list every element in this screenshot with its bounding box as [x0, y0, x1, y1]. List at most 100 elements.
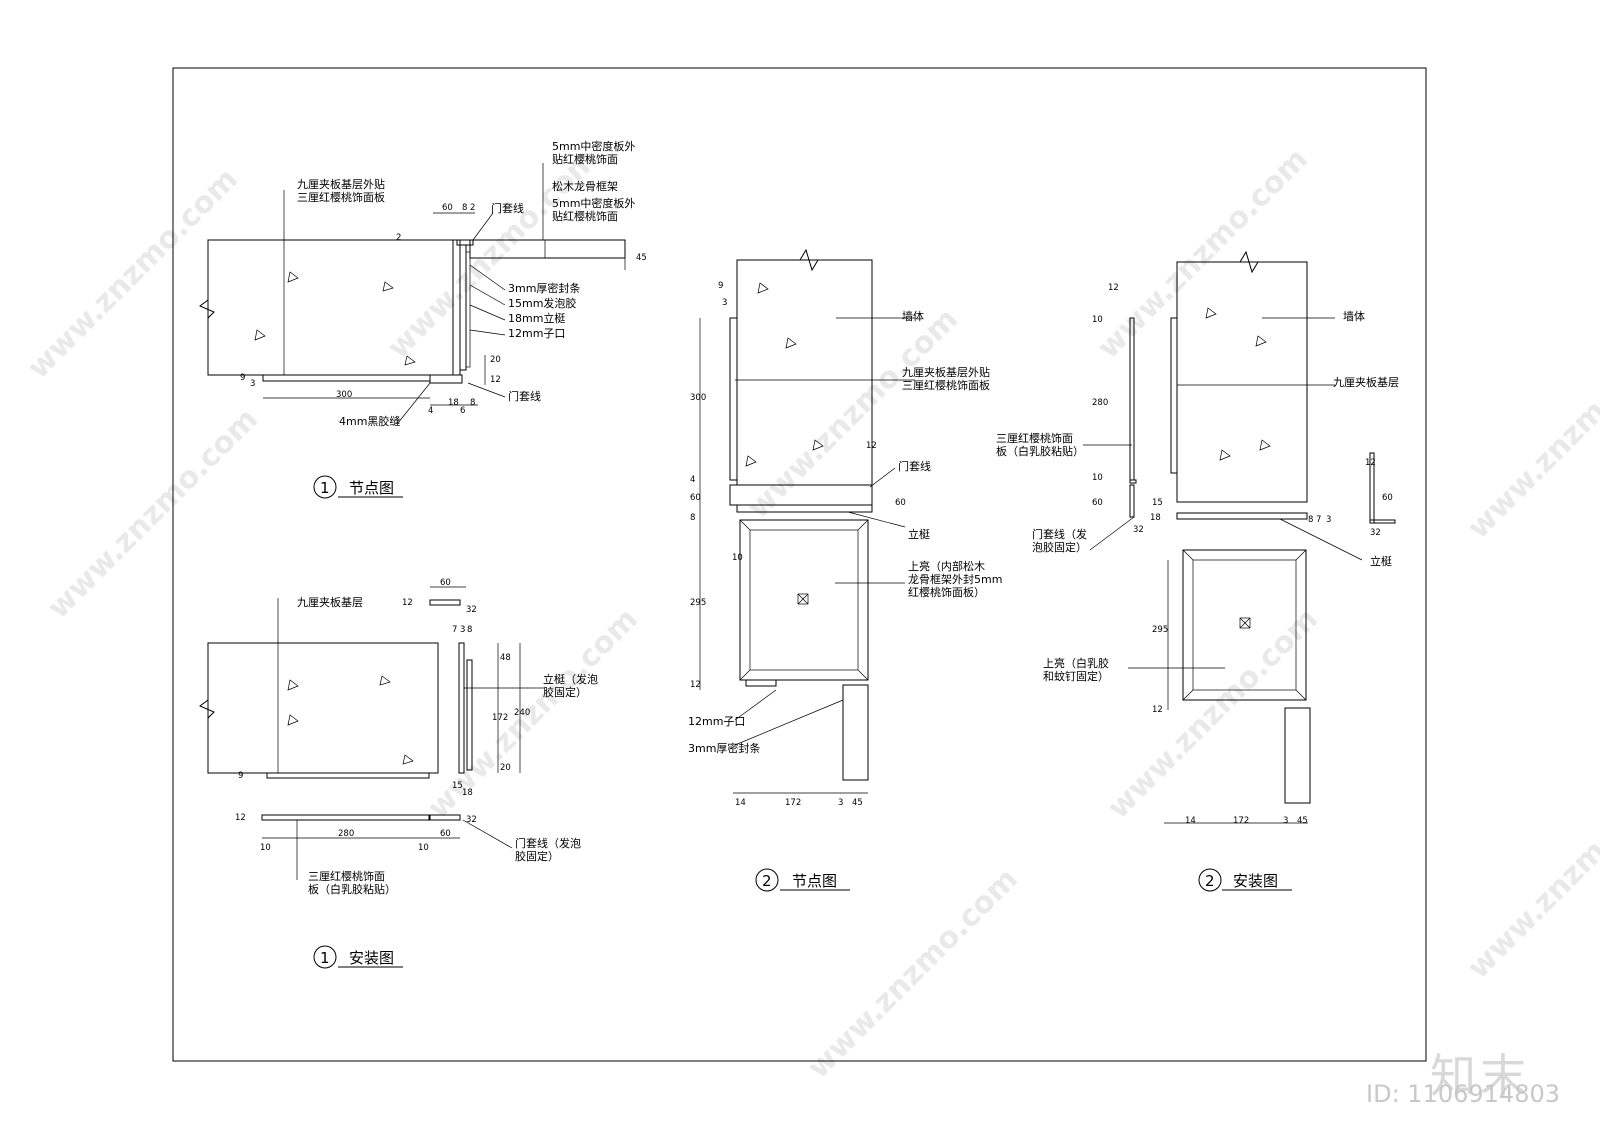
watermark-text: www.znzmo.com [1461, 322, 1600, 546]
svg-text:60: 60 [895, 498, 906, 508]
veneer-board [262, 374, 431, 382]
svg-text:15: 15 [1152, 498, 1163, 508]
label-upper: 上亮（白乳胶和蚊钉固定） [1043, 656, 1109, 683]
door-leaf [1284, 707, 1311, 804]
svg-text:45: 45 [852, 798, 863, 808]
svg-text:32: 32 [1370, 528, 1381, 538]
veneer-board [729, 317, 738, 481]
veneer-board [1170, 317, 1178, 474]
svg-text:280: 280 [338, 829, 354, 839]
view-title: 节点图 [349, 479, 394, 497]
svg-text:60: 60 [440, 829, 451, 839]
break-line [737, 248, 872, 272]
view-title: 安装图 [349, 949, 394, 967]
svg-text:10: 10 [260, 843, 271, 853]
break-line [199, 643, 215, 773]
image-id: ID: 1106914803 [1366, 1080, 1560, 1108]
svg-text:10: 10 [418, 843, 429, 853]
svg-text:4: 4 [690, 475, 695, 485]
svg-text:60: 60 [442, 203, 453, 213]
svg-text:10: 10 [1092, 473, 1103, 483]
svg-text:295: 295 [690, 598, 706, 608]
jamb-piece [458, 642, 465, 774]
label-seal: 3mm厚密封条 [688, 741, 760, 755]
watermark-text: www.znzmo.com [21, 162, 245, 386]
svg-text:60: 60 [690, 493, 701, 503]
svg-text:3: 3 [1326, 515, 1331, 525]
svg-text:14: 14 [735, 798, 746, 808]
casing-piece [429, 814, 461, 821]
svg-text:12: 12 [1152, 705, 1163, 715]
svg-text:2: 2 [470, 203, 475, 213]
view-number-circle [755, 868, 779, 892]
svg-text:4: 4 [428, 406, 433, 416]
brand-logo: 知末 [1430, 1049, 1530, 1103]
svg-text:12: 12 [866, 441, 877, 451]
svg-text:240: 240 [514, 708, 530, 718]
drawing-1-install: 九厘夹板基层 立梃（发泡胶固定） 门套线（发泡胶固定） 三厘红樱桃饰面板（白乳胶… [199, 578, 598, 969]
label-door-casing: 门套线 [491, 201, 524, 215]
view-number: 1 [320, 479, 330, 497]
svg-text:172: 172 [492, 713, 508, 723]
svg-text:14: 14 [1185, 816, 1196, 826]
label-casing: 门套线（发泡胶固定） [1032, 527, 1087, 554]
label-wall: 墙体 [902, 309, 924, 323]
svg-text:172: 172 [785, 798, 801, 808]
svg-text:9: 9 [238, 771, 243, 781]
label-casing: 门套线（发泡胶固定） [515, 836, 581, 863]
label-door-casing-bottom: 门套线 [508, 389, 541, 403]
view-number: 2 [762, 872, 772, 890]
svg-text:32: 32 [466, 605, 477, 615]
view-number-circle [313, 475, 337, 499]
jamb [736, 504, 873, 513]
wall-section [1176, 261, 1308, 503]
svg-text:60: 60 [1382, 493, 1393, 503]
watermark-text: www.znzmo.com [1461, 762, 1600, 986]
svg-text:45: 45 [1297, 816, 1308, 826]
watermark-text: www.znzmo.com [801, 862, 1025, 1086]
svg-text:295: 295 [1152, 625, 1168, 635]
watermark-text: www.znzmo.com [741, 302, 965, 526]
label-veneer: 三厘红樱桃饰面板（白乳胶粘贴） [996, 431, 1084, 458]
break-line [199, 240, 215, 375]
svg-text:12: 12 [490, 375, 501, 385]
svg-text:3: 3 [250, 379, 255, 389]
svg-text:3: 3 [460, 625, 465, 635]
svg-text:300: 300 [336, 390, 352, 400]
drawing-1-node: 九厘夹板基层外贴三厘红樱桃饰面板 门套线 5mm中密度板外贴红樱桃饰面 松木龙骨… [199, 139, 647, 499]
svg-text:3: 3 [1283, 816, 1288, 826]
label-base: 九厘夹板基层 [297, 595, 363, 609]
svg-text:8: 8 [467, 625, 472, 635]
watermark-text: www.znzmo.com [1091, 142, 1315, 366]
view-title: 节点图 [792, 872, 837, 890]
svg-text:12: 12 [235, 813, 246, 823]
svg-text:7: 7 [1316, 515, 1321, 525]
view-number: 1 [320, 949, 330, 967]
label-veneer: 三厘红樱桃饰面板（白乳胶粘贴） [308, 869, 396, 896]
label-jamb: 立梃 [1370, 554, 1392, 568]
view-title: 安装图 [1233, 872, 1278, 890]
label-wall: 墙体 [1343, 309, 1365, 323]
watermark-text: www.znzmo.com [41, 402, 265, 626]
svg-text:12: 12 [1108, 283, 1119, 293]
svg-text:60: 60 [440, 578, 451, 588]
label-mdf-inner: 5mm中密度板外贴红樱桃饰面 [552, 196, 635, 223]
watermark-text: www.znzmo.com [1101, 602, 1325, 826]
svg-text:8: 8 [462, 203, 467, 213]
label-base: 九厘夹板基层 [1333, 375, 1399, 389]
label-jamb: 18mm立梃 [508, 311, 565, 325]
svg-text:8: 8 [1308, 515, 1313, 525]
veneer-piece [261, 814, 430, 821]
svg-text:10: 10 [732, 553, 743, 563]
svg-text:20: 20 [490, 355, 501, 365]
svg-text:280: 280 [1092, 398, 1108, 408]
label-black-joint: 4mm黑胶缝 [339, 414, 400, 428]
svg-text:9: 9 [240, 373, 245, 383]
svg-text:7: 7 [452, 625, 457, 635]
casing-piece [429, 599, 461, 606]
label-base: 九厘夹板基层外贴三厘红樱桃饰面板 [902, 365, 990, 392]
drawing-2-install: 墙体 九厘夹板基层 三厘红樱桃饰面板（白乳胶粘贴） 门套线（发泡胶固定） 立梃 … [996, 250, 1399, 892]
view-number: 2 [1205, 872, 1215, 890]
